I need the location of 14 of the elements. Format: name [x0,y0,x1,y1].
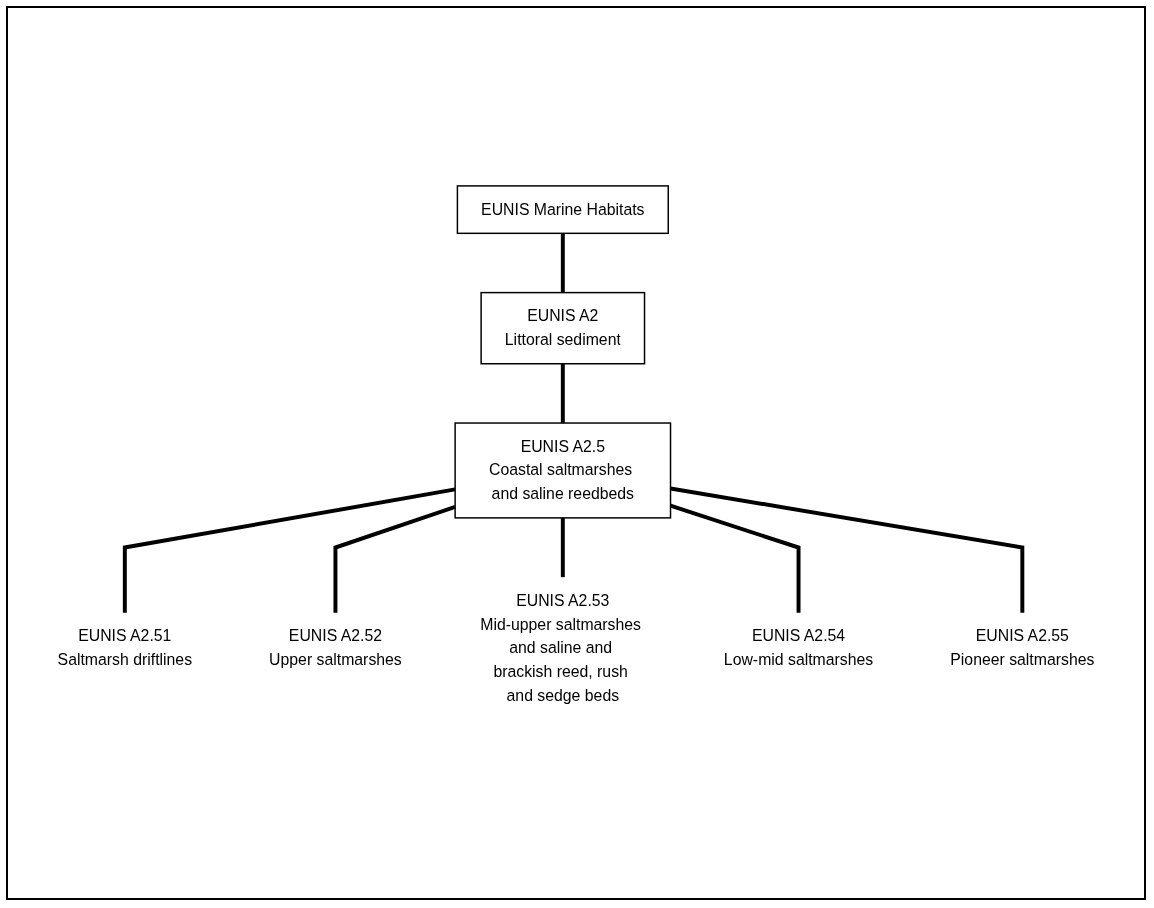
connector [333,505,456,614]
habitat-label: EUNIS A2.53 Mid-upper saltmarshes and saline and brackish reed, rush and sedge beds [480,592,641,704]
habitat-label: EUNIS A2.52 Upper saltmarshes [269,627,402,669]
connector [122,487,456,614]
habitat-box: EUNIS Marine Habitats [456,185,669,235]
connector [560,364,565,424]
connector [560,518,565,578]
habitat-label: EUNIS A2.51 Saltmarsh driftlines [57,627,193,669]
habitat-box: EUNIS A2.5 Coastal saltmarshes and saline reedbeds [454,422,672,519]
connector [560,233,565,293]
habitat-label: EUNIS A2.55 Pioneer saltmarshes [950,627,1095,669]
connector [670,486,1025,614]
habitat-box: EUNIS A2 Littoral sediment [480,292,646,365]
habitat-label: EUNIS A2.54 Low-mid saltmarshes [723,627,874,669]
